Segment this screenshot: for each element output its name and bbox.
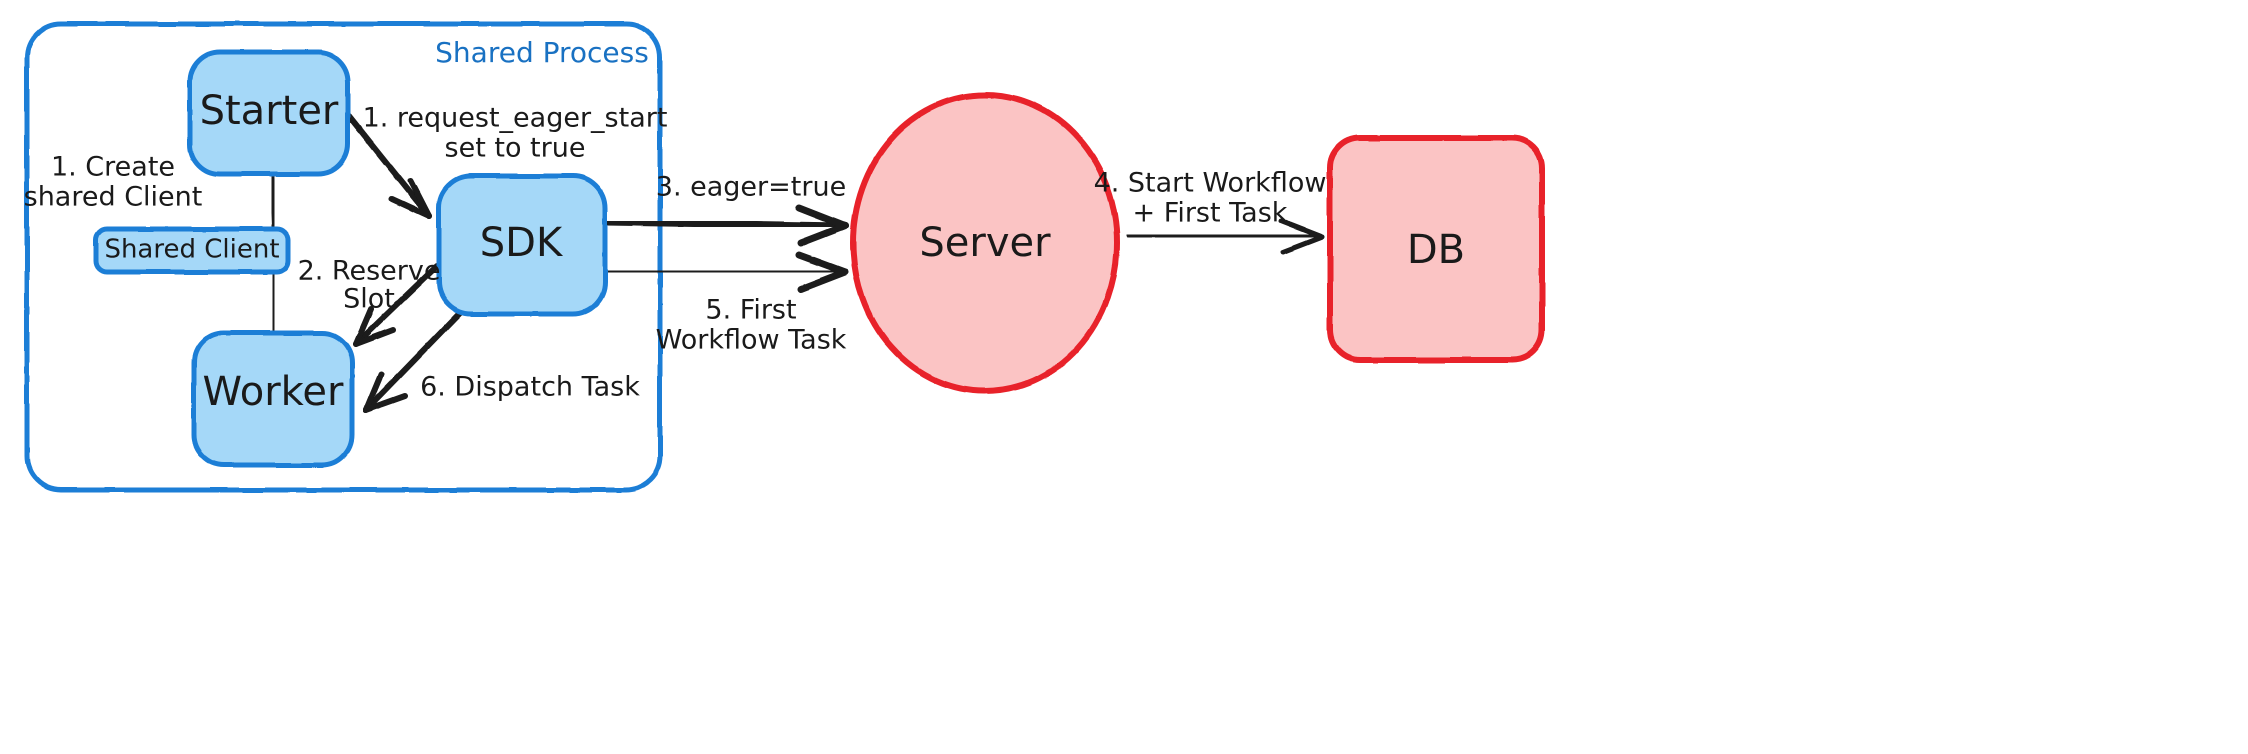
node-starter[interactable]: Starter	[187, 49, 351, 177]
edge-label-create-shared-client-line1: 1. Create	[51, 152, 175, 183]
edge-label-dispatch-task-text: 6. Dispatch Task	[420, 372, 640, 403]
edge-label-reserve-slot-line2: Slot	[343, 284, 395, 315]
edge-starter-to-sdk	[346, 113, 432, 219]
line-sdk-to-server	[601, 218, 849, 230]
arrowhead-starter-to-sdk	[389, 178, 432, 219]
edge-label-first-workflow-task: 5. First Workflow Task	[656, 295, 847, 356]
edge-label-create-shared-client: 1. Create shared Client	[24, 152, 203, 213]
edge-label-first-workflow-task-line2: Workflow Task	[656, 325, 847, 356]
node-shared-client[interactable]: Shared Client	[93, 226, 291, 275]
node-shared-client-label: Shared Client	[104, 235, 279, 265]
edge-label-create-shared-client-line2: shared Client	[24, 182, 203, 213]
edge-label-dispatch-task: 6. Dispatch Task	[420, 372, 640, 403]
node-db-label: DB	[1407, 227, 1465, 273]
line-server-to-db	[1126, 232, 1325, 240]
line-server-to-sdk	[601, 267, 849, 276]
edge-label-first-workflow-task-line1: 5. First	[705, 295, 796, 326]
node-sdk[interactable]: SDK	[436, 173, 608, 317]
shared-process-group: Shared Process	[24, 21, 663, 493]
node-shared-client-shape[interactable]	[93, 226, 291, 275]
node-worker-shape[interactable]	[191, 330, 355, 468]
node-worker[interactable]: Worker	[191, 330, 355, 468]
shared-process-border	[24, 21, 663, 493]
edge-sdk-to-worker-dispatch	[363, 310, 463, 413]
line-starter-to-sdk	[346, 113, 432, 219]
arrowhead-server-to-sdk	[795, 251, 849, 293]
edge-label-request-eager-start-line1: 1. request_eager_start	[363, 103, 668, 134]
edge-server-to-sdk	[601, 251, 849, 293]
node-server-shape[interactable]	[850, 92, 1120, 394]
node-sdk-label: SDK	[480, 220, 564, 266]
node-db-shape[interactable]	[1327, 135, 1545, 363]
edge-sdk-to-worker-reserve	[353, 263, 440, 347]
line-sdk-to-worker-dispatch	[363, 310, 463, 413]
edge-server-to-db	[1126, 218, 1325, 255]
line-sdk-to-worker-reserve	[353, 263, 440, 347]
node-server-label: Server	[919, 220, 1051, 266]
edge-starter-shared-client-worker	[269, 169, 277, 338]
node-sdk-shape[interactable]	[436, 173, 608, 317]
node-server[interactable]: Server	[850, 92, 1120, 394]
edge-label-eager-true-text: 3. eager=true	[656, 172, 846, 203]
node-starter-shape[interactable]	[187, 49, 351, 177]
line-starter-to-shared-client	[269, 169, 277, 239]
edge-label-request-eager-start-line2: set to true	[445, 133, 586, 164]
arrowhead-server-to-db	[1278, 218, 1325, 255]
edge-label-start-workflow-line1: 4. Start Workflow	[1094, 168, 1327, 199]
edge-label-start-workflow: 4. Start Workflow + First Task	[1094, 168, 1327, 229]
line-shared-client-to-worker	[270, 268, 277, 338]
node-worker-label: Worker	[203, 369, 344, 415]
edge-label-eager-true: 3. eager=true	[656, 172, 846, 203]
arrowhead-sdk-to-worker-reserve	[353, 306, 396, 347]
edge-label-start-workflow-line2: + First Task	[1133, 198, 1288, 229]
node-starter-label: Starter	[200, 88, 339, 134]
shared-process-label: Shared Process	[435, 36, 649, 69]
edge-label-reserve-slot-line1: 2. Reserve	[298, 256, 441, 287]
arrowhead-sdk-to-server	[795, 204, 849, 247]
edge-label-request-eager-start: 1. request_eager_start set to true	[363, 103, 668, 164]
arrowhead-sdk-to-worker-dispatch	[363, 371, 408, 413]
node-db[interactable]: DB	[1327, 135, 1545, 363]
edge-sdk-to-server	[601, 204, 849, 247]
edge-label-reserve-slot: 2. Reserve Slot	[298, 256, 441, 315]
